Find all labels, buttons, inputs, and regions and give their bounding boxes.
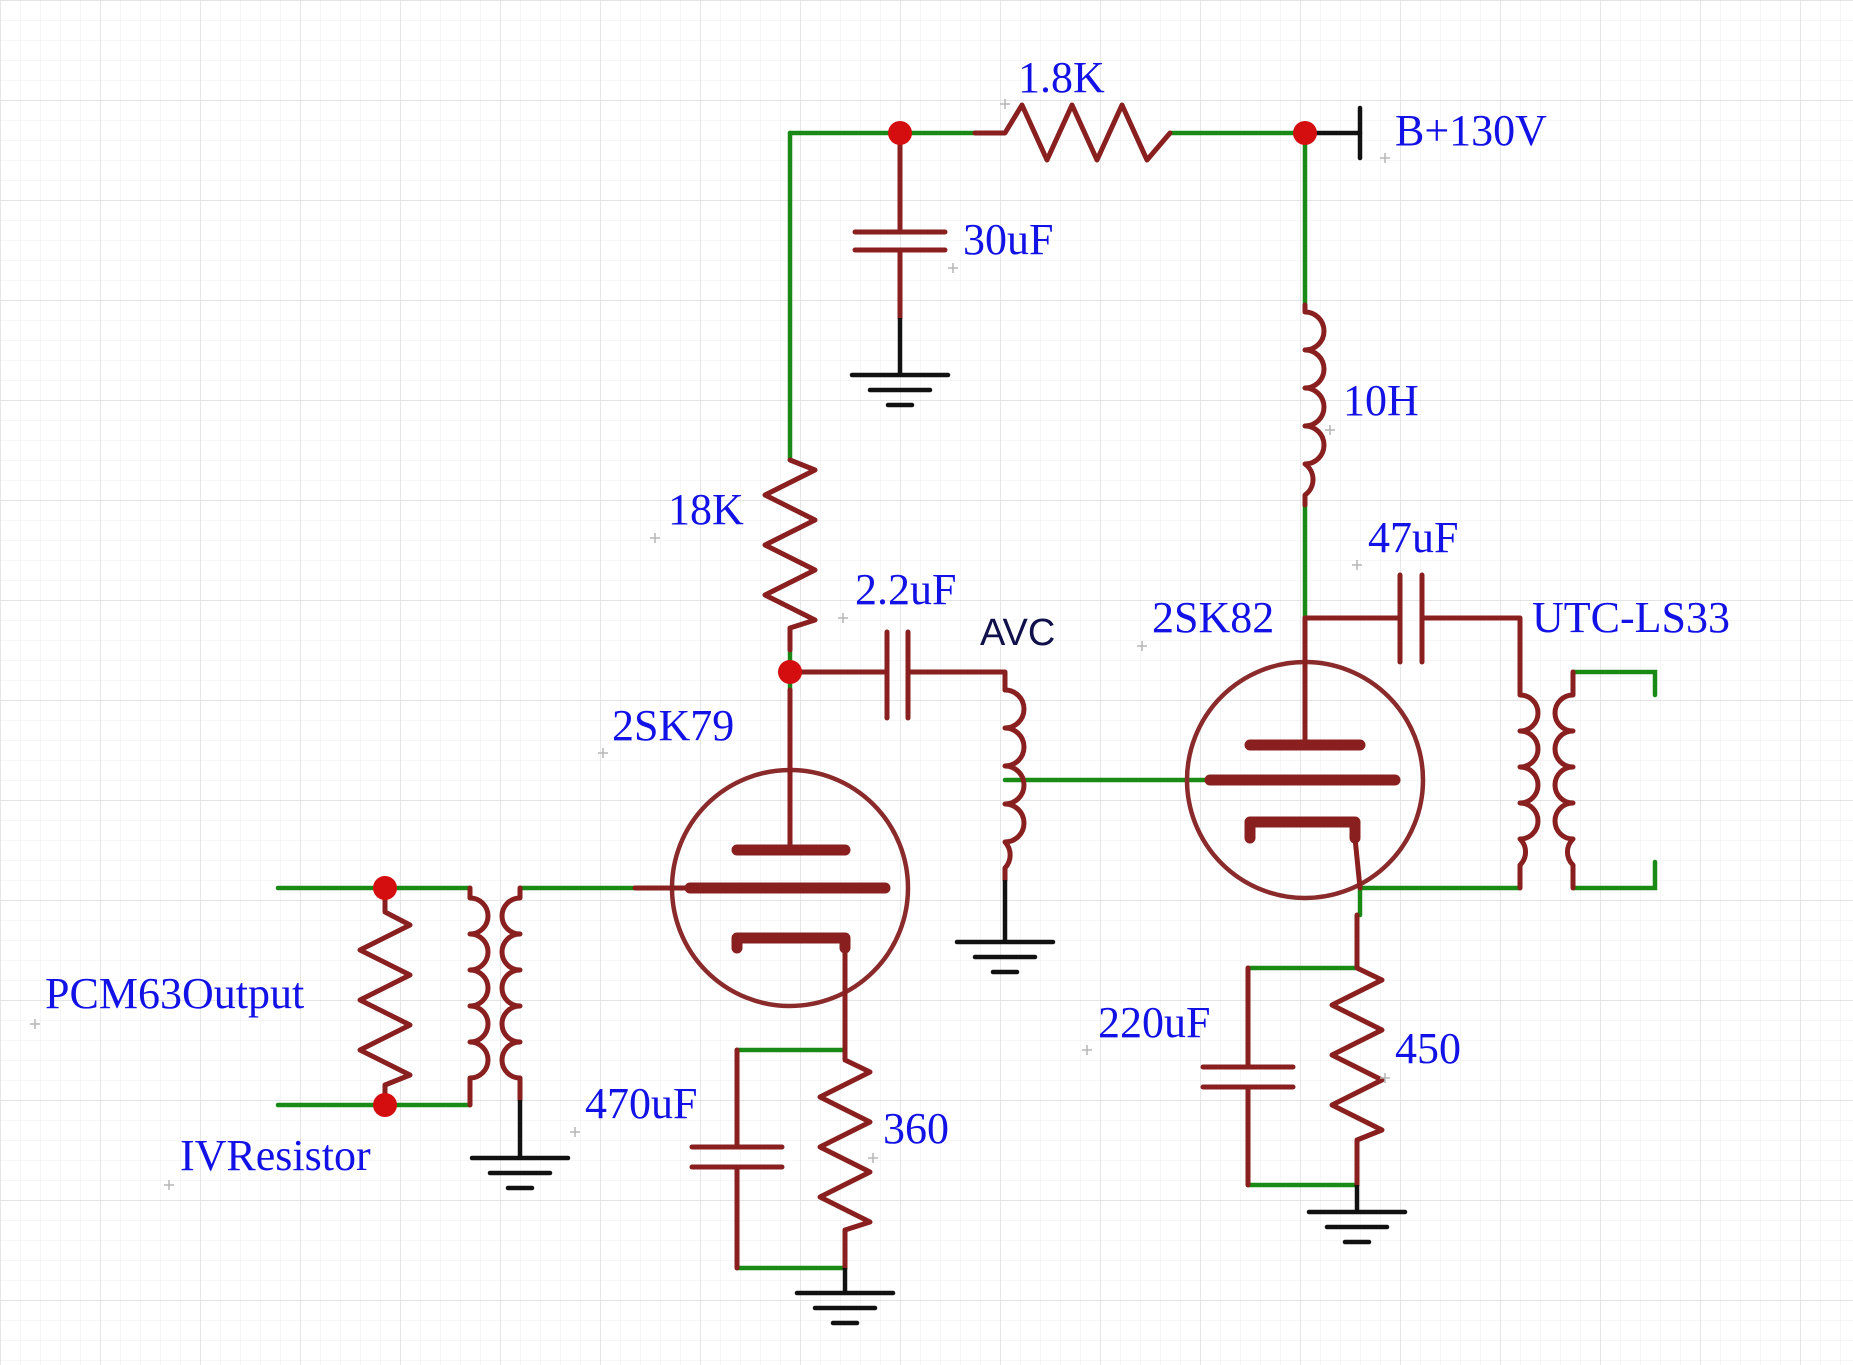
label-supply: B+130V (1395, 106, 1547, 155)
input-transformer (467, 885, 523, 1108)
label-choke: 10H (1343, 376, 1419, 425)
label-tube2: 2SK82 (1152, 593, 1274, 642)
output-transformer (1517, 647, 1576, 891)
ground-stage1 (794, 1268, 896, 1326)
label-tube1: 2SK79 (612, 701, 734, 750)
label-r-supply: 1.8K (1018, 53, 1105, 102)
capacitor-30uf (852, 130, 948, 321)
ground-stage2 (1306, 1185, 1408, 1245)
label-c-couple1: 2.2uF (855, 565, 956, 614)
capacitor-2.2uf (787, 629, 1008, 721)
avc-coil (1002, 687, 1027, 883)
label-anchors (30, 99, 1390, 1190)
capacitor-47uf (1302, 572, 1523, 665)
junctions (373, 121, 1317, 1117)
junction-dot (1293, 121, 1317, 145)
ground-input (469, 1100, 571, 1191)
label-output-transformer: UTC-LS33 (1532, 593, 1730, 642)
wires (275, 130, 1658, 1271)
ground-30uf (849, 318, 951, 408)
label-c-couple2: 47uF (1368, 513, 1458, 562)
label-iv-resistor: IVResistor (180, 1131, 371, 1180)
label-r-cathode2: 450 (1395, 1024, 1461, 1073)
label-c-cathode2: 220uF (1098, 998, 1210, 1047)
tube-2sk82 (1184, 615, 1426, 901)
junction-dot (373, 1093, 397, 1117)
resistor-450 (1329, 912, 1385, 1188)
junction-dot (778, 660, 802, 684)
junction-dot (888, 121, 912, 145)
label-r-cathode1: 360 (883, 1104, 949, 1153)
junction-dot (373, 876, 397, 900)
resistor-360 (817, 1047, 873, 1271)
labels: 1.8K B+130V 30uF 10H 18K 2.2uF AVC 2SK79… (45, 53, 1730, 1180)
resistor-iv (357, 885, 413, 1108)
label-c-filter: 30uF (963, 215, 1053, 264)
label-avc: AVC (980, 612, 1055, 654)
inductor-10h (1302, 302, 1327, 508)
label-source: PCM63Output (45, 969, 304, 1018)
components (357, 102, 1576, 1271)
label-r-plate1: 18K (668, 485, 744, 534)
ground-avc (954, 880, 1056, 975)
resistor-18k (762, 457, 818, 653)
capacitor-220uf (1200, 965, 1296, 1188)
tube-2sk79 (632, 687, 911, 1053)
capacitor-470uf (689, 1047, 785, 1271)
resistor-1.8k (972, 102, 1173, 163)
label-c-cathode1: 470uF (585, 1079, 697, 1128)
